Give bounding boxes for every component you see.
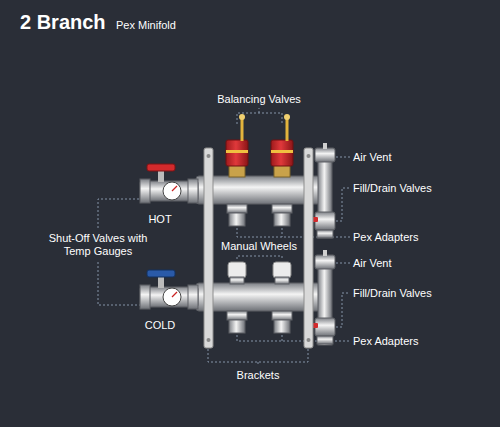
part-label: Pex Adapters [353, 231, 418, 244]
part-label: Manual Wheels [221, 240, 297, 253]
part-label: Balancing Valves [217, 93, 301, 106]
subtitle: Pex Minifold [116, 19, 176, 32]
line-label: HOT [148, 213, 171, 226]
line-label: COLD [145, 319, 176, 332]
part-label: Air Vent [353, 257, 392, 270]
part-label: Brackets [237, 369, 280, 382]
part-label: Pex Adapters [353, 335, 418, 348]
part-label: Air Vent [353, 151, 392, 164]
part-label: Shut-Off Valves with Temp Gauges [40, 232, 156, 258]
title: 2 Branch [20, 10, 106, 34]
part-label: Fill/Drain Valves [353, 182, 432, 195]
part-label: Fill/Drain Valves [353, 287, 432, 300]
